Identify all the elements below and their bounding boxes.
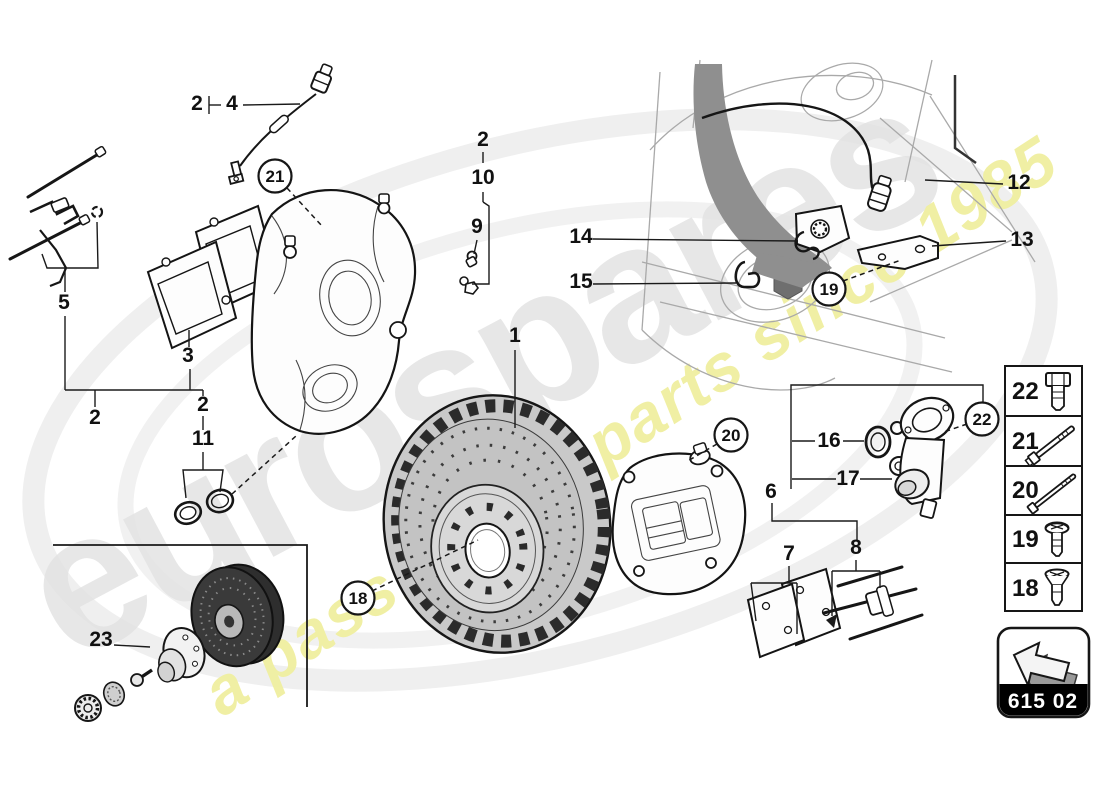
svg-text:19: 19 bbox=[820, 280, 839, 299]
countersunk-screw-icon bbox=[1044, 568, 1070, 606]
svg-text:21: 21 bbox=[266, 167, 285, 186]
callout-14[interactable]: 14 bbox=[569, 225, 593, 248]
svg-text:22: 22 bbox=[1012, 378, 1039, 405]
svg-text:20: 20 bbox=[1012, 477, 1039, 504]
front-caliper-drawing bbox=[250, 189, 417, 435]
circled-callout-19[interactable]: 19 bbox=[811, 271, 847, 307]
wheel-hub-kit-drawing bbox=[74, 563, 285, 722]
callout-1[interactable]: 1 bbox=[509, 324, 521, 347]
svg-text:18: 18 bbox=[349, 589, 368, 608]
chassis-inset-drawing bbox=[641, 59, 1036, 391]
sidebar-fastener-panel: 22 21 20 bbox=[1004, 365, 1083, 612]
pad-retainer-kit-drawing bbox=[8, 145, 107, 288]
callout-17[interactable]: 17 bbox=[836, 467, 859, 490]
circled-callout-21[interactable]: 21 bbox=[257, 158, 293, 194]
sidebar-item-22[interactable]: 22 bbox=[1012, 372, 1071, 411]
pin-kit-drawing bbox=[822, 565, 924, 641]
sensor-bracket-drawing bbox=[794, 204, 939, 271]
socket-head-bolt-icon bbox=[1045, 372, 1071, 411]
circled-callout-22[interactable]: 22 bbox=[964, 401, 1000, 437]
page-code-label: 615 02 bbox=[1008, 690, 1078, 713]
pan-head-screw-icon bbox=[1044, 521, 1070, 557]
callout-15[interactable]: 15 bbox=[569, 270, 593, 293]
wear-sensor-drawing bbox=[227, 63, 333, 185]
brake-disc-drawing bbox=[382, 394, 612, 654]
callout-4[interactable]: 4 bbox=[226, 92, 238, 115]
callout-12[interactable]: 12 bbox=[1007, 171, 1030, 194]
sidebar-item-19[interactable]: 19 bbox=[1012, 521, 1070, 557]
callout-7[interactable]: 7 bbox=[783, 542, 795, 565]
callout-13[interactable]: 13 bbox=[1010, 228, 1033, 251]
callout-9[interactable]: 9 bbox=[471, 215, 483, 238]
dashed-leader-lines bbox=[231, 187, 968, 592]
callout-3[interactable]: 3 bbox=[182, 344, 194, 367]
svg-text:22: 22 bbox=[973, 410, 992, 429]
nav-code-box[interactable]: 615 02 bbox=[996, 626, 1091, 719]
svg-text:18: 18 bbox=[1012, 575, 1039, 602]
circled-callout-20[interactable]: 20 bbox=[713, 417, 749, 453]
bleeder-valve-drawing bbox=[459, 250, 479, 295]
sidebar-item-20[interactable]: 20 bbox=[1012, 472, 1078, 515]
parking-actuator-drawing bbox=[894, 396, 955, 519]
svg-text:19: 19 bbox=[1012, 526, 1039, 553]
callout-23[interactable]: 23 bbox=[89, 628, 112, 651]
seal-rings-drawing bbox=[173, 488, 235, 526]
rear-caliper-drawing bbox=[611, 442, 747, 596]
callout-16[interactable]: 16 bbox=[817, 429, 840, 452]
callout-10[interactable]: 10 bbox=[471, 166, 494, 189]
circled-callout-18[interactable]: 18 bbox=[340, 580, 376, 616]
svg-text:21: 21 bbox=[1012, 428, 1039, 455]
callout-2a[interactable]: 2 bbox=[191, 92, 203, 115]
sidebar-item-21[interactable]: 21 bbox=[1012, 424, 1076, 468]
callout-6[interactable]: 6 bbox=[765, 480, 777, 503]
callout-5[interactable]: 5 bbox=[58, 291, 70, 314]
sidebar-item-18[interactable]: 18 bbox=[1012, 568, 1070, 606]
callout-8[interactable]: 8 bbox=[850, 536, 862, 559]
hub-kit-box bbox=[53, 544, 308, 707]
long-screw-icon bbox=[1026, 473, 1077, 515]
callout-2b[interactable]: 2 bbox=[477, 128, 489, 151]
callout-2d[interactable]: 2 bbox=[197, 393, 209, 416]
brake-pads-drawing bbox=[146, 204, 280, 350]
svg-text:20: 20 bbox=[722, 426, 741, 445]
callout-2c[interactable]: 2 bbox=[89, 406, 101, 429]
abs-sensor-cable-drawing bbox=[701, 102, 892, 212]
callout-11[interactable]: 11 bbox=[192, 427, 215, 450]
hex-flange-bolt-icon bbox=[1024, 425, 1075, 467]
leader-lines bbox=[41, 96, 1007, 648]
